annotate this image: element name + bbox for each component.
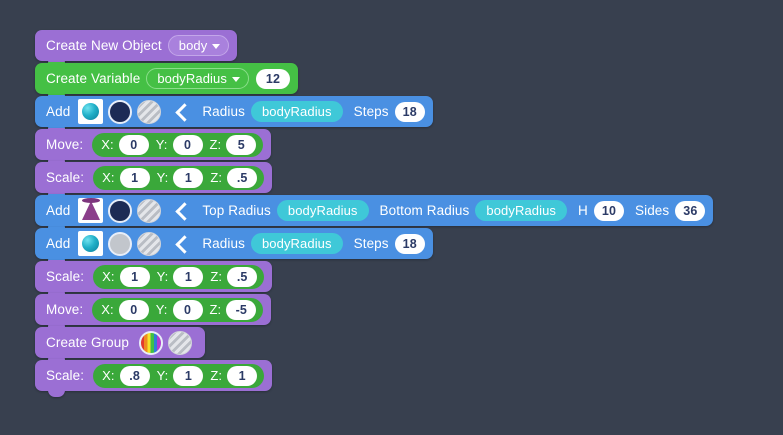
scale-axis-group: X: 1 Y: 1 Z: .5	[93, 264, 265, 289]
block-label: Move:	[46, 302, 84, 317]
param-value-steps[interactable]: 18	[394, 101, 425, 122]
axis-label-x: X:	[102, 269, 115, 284]
param-value-radius[interactable]: bodyRadius	[250, 101, 343, 122]
block-label: Scale:	[46, 170, 85, 185]
param-value-top-radius[interactable]: bodyRadius	[276, 200, 369, 221]
axis-input-y[interactable]: 1	[173, 167, 204, 188]
block-create-group[interactable]: Create Group	[35, 326, 205, 364]
variable-name-value: bodyRadius	[157, 71, 227, 86]
block-label: Add	[46, 203, 71, 218]
param-label-sides: Sides	[635, 203, 670, 218]
navy-material-swatch[interactable]	[108, 198, 133, 223]
param-label-steps: Steps	[353, 236, 389, 251]
axis-label-x: X:	[101, 137, 114, 152]
hatched-texture-swatch[interactable]	[137, 198, 162, 223]
axis-input-y[interactable]: 0	[172, 299, 203, 320]
gray-material-swatch[interactable]	[108, 231, 133, 256]
param-label-steps: Steps	[353, 104, 389, 119]
axis-label-z: Z:	[209, 302, 222, 317]
move-axis-group: X: 0 Y: 0 Z: 5	[92, 132, 264, 157]
axis-label-y: Y:	[156, 368, 169, 383]
axis-input-x[interactable]: 1	[119, 266, 150, 287]
block-label: Scale:	[46, 368, 85, 383]
axis-label-z: Z:	[210, 269, 223, 284]
block-label: Add	[46, 236, 71, 251]
sphere-glyph	[82, 235, 100, 252]
param-label-radius: Radius	[202, 236, 245, 251]
cone-glyph	[81, 198, 100, 220]
block-label: Create Group	[46, 335, 129, 350]
param-value-steps[interactable]: 18	[394, 233, 425, 254]
block-scale-2[interactable]: Scale: X: 1 Y: 1 Z: .5	[35, 260, 273, 298]
param-value-sides[interactable]: 36	[675, 200, 706, 221]
block-create-new-object[interactable]: Create New Object body	[35, 30, 238, 67]
scale-axis-group: X: 1 Y: 1 Z: .5	[93, 165, 265, 190]
hatched-texture-swatch[interactable]	[137, 99, 162, 124]
chevron-left-icon[interactable]	[172, 202, 190, 220]
axis-input-x[interactable]: .8	[119, 365, 150, 386]
block-label: Add	[46, 104, 71, 119]
axis-label-y: Y:	[155, 302, 168, 317]
block-create-variable[interactable]: Create Variable bodyRadius 12	[35, 62, 298, 100]
block-label: Create Variable	[46, 71, 141, 86]
variable-name-dropdown[interactable]: bodyRadius	[146, 68, 249, 89]
block-label: Move:	[46, 137, 84, 152]
scale-axis-group: X: .8 Y: 1 Z: 1	[93, 363, 265, 388]
axis-input-z[interactable]: 1	[227, 365, 258, 386]
block-add-cone[interactable]: Add Top Radius bodyRadius Bottom Radius …	[35, 194, 714, 232]
axis-input-x[interactable]: 0	[118, 299, 149, 320]
param-value-height[interactable]: 10	[593, 200, 624, 221]
chevron-left-icon[interactable]	[172, 103, 190, 121]
object-name-value: body	[178, 38, 208, 53]
axis-input-y[interactable]: 1	[173, 365, 204, 386]
chevron-left-icon[interactable]	[172, 235, 190, 253]
param-label-height: H	[578, 203, 588, 218]
block-scale[interactable]: Scale: X: 1 Y: 1 Z: .5	[35, 161, 273, 199]
block-add-sphere-2[interactable]: Add Radius bodyRadius Steps 18	[35, 227, 433, 265]
axis-input-x[interactable]: 0	[118, 134, 149, 155]
param-label-radius: Radius	[202, 104, 245, 119]
axis-input-z[interactable]: 5	[226, 134, 257, 155]
object-name-dropdown[interactable]: body	[167, 35, 230, 56]
navy-material-swatch[interactable]	[108, 99, 133, 124]
axis-label-x: X:	[102, 368, 115, 383]
axis-label-y: Y:	[156, 269, 169, 284]
chevron-down-icon	[231, 76, 240, 82]
param-label-top-radius: Top Radius	[202, 203, 271, 218]
param-value-radius[interactable]: bodyRadius	[250, 233, 343, 254]
hatched-texture-swatch[interactable]	[137, 231, 162, 256]
axis-label-z: Z:	[210, 368, 223, 383]
block-scale-3[interactable]: Scale: X: .8 Y: 1 Z: 1	[35, 359, 273, 397]
axis-input-z[interactable]: -5	[226, 299, 257, 320]
axis-label-y: Y:	[156, 170, 169, 185]
block-move-2[interactable]: Move: X: 0 Y: 0 Z: -5	[35, 293, 272, 331]
axis-label-z: Z:	[209, 137, 222, 152]
param-label-bottom-radius: Bottom Radius	[379, 203, 470, 218]
block-label: Scale:	[46, 269, 85, 284]
axis-input-y[interactable]: 0	[172, 134, 203, 155]
block-script-stack[interactable]: Create New Object body Create Variable b…	[35, 30, 714, 397]
param-value-bottom-radius[interactable]: bodyRadius	[475, 200, 568, 221]
rainbow-material-swatch[interactable]	[139, 330, 163, 355]
axis-label-x: X:	[102, 170, 115, 185]
axis-label-x: X:	[101, 302, 114, 317]
axis-label-z: Z:	[210, 170, 223, 185]
cone-icon[interactable]	[78, 198, 104, 223]
hatched-texture-swatch[interactable]	[168, 330, 192, 355]
axis-input-y[interactable]: 1	[173, 266, 204, 287]
axis-input-z[interactable]: .5	[227, 266, 258, 287]
move-axis-group: X: 0 Y: 0 Z: -5	[92, 297, 264, 322]
sphere-icon[interactable]	[78, 231, 104, 256]
block-move[interactable]: Move: X: 0 Y: 0 Z: 5	[35, 128, 272, 166]
chevron-down-icon	[212, 43, 221, 49]
block-add-sphere[interactable]: Add Radius bodyRadius Steps 18	[35, 95, 433, 133]
sphere-icon[interactable]	[78, 99, 104, 124]
sphere-glyph	[82, 103, 100, 120]
block-label: Create New Object	[46, 38, 162, 53]
axis-input-x[interactable]: 1	[119, 167, 150, 188]
variable-value-input[interactable]: 12	[255, 68, 290, 89]
axis-label-y: Y:	[155, 137, 168, 152]
axis-input-z[interactable]: .5	[227, 167, 258, 188]
